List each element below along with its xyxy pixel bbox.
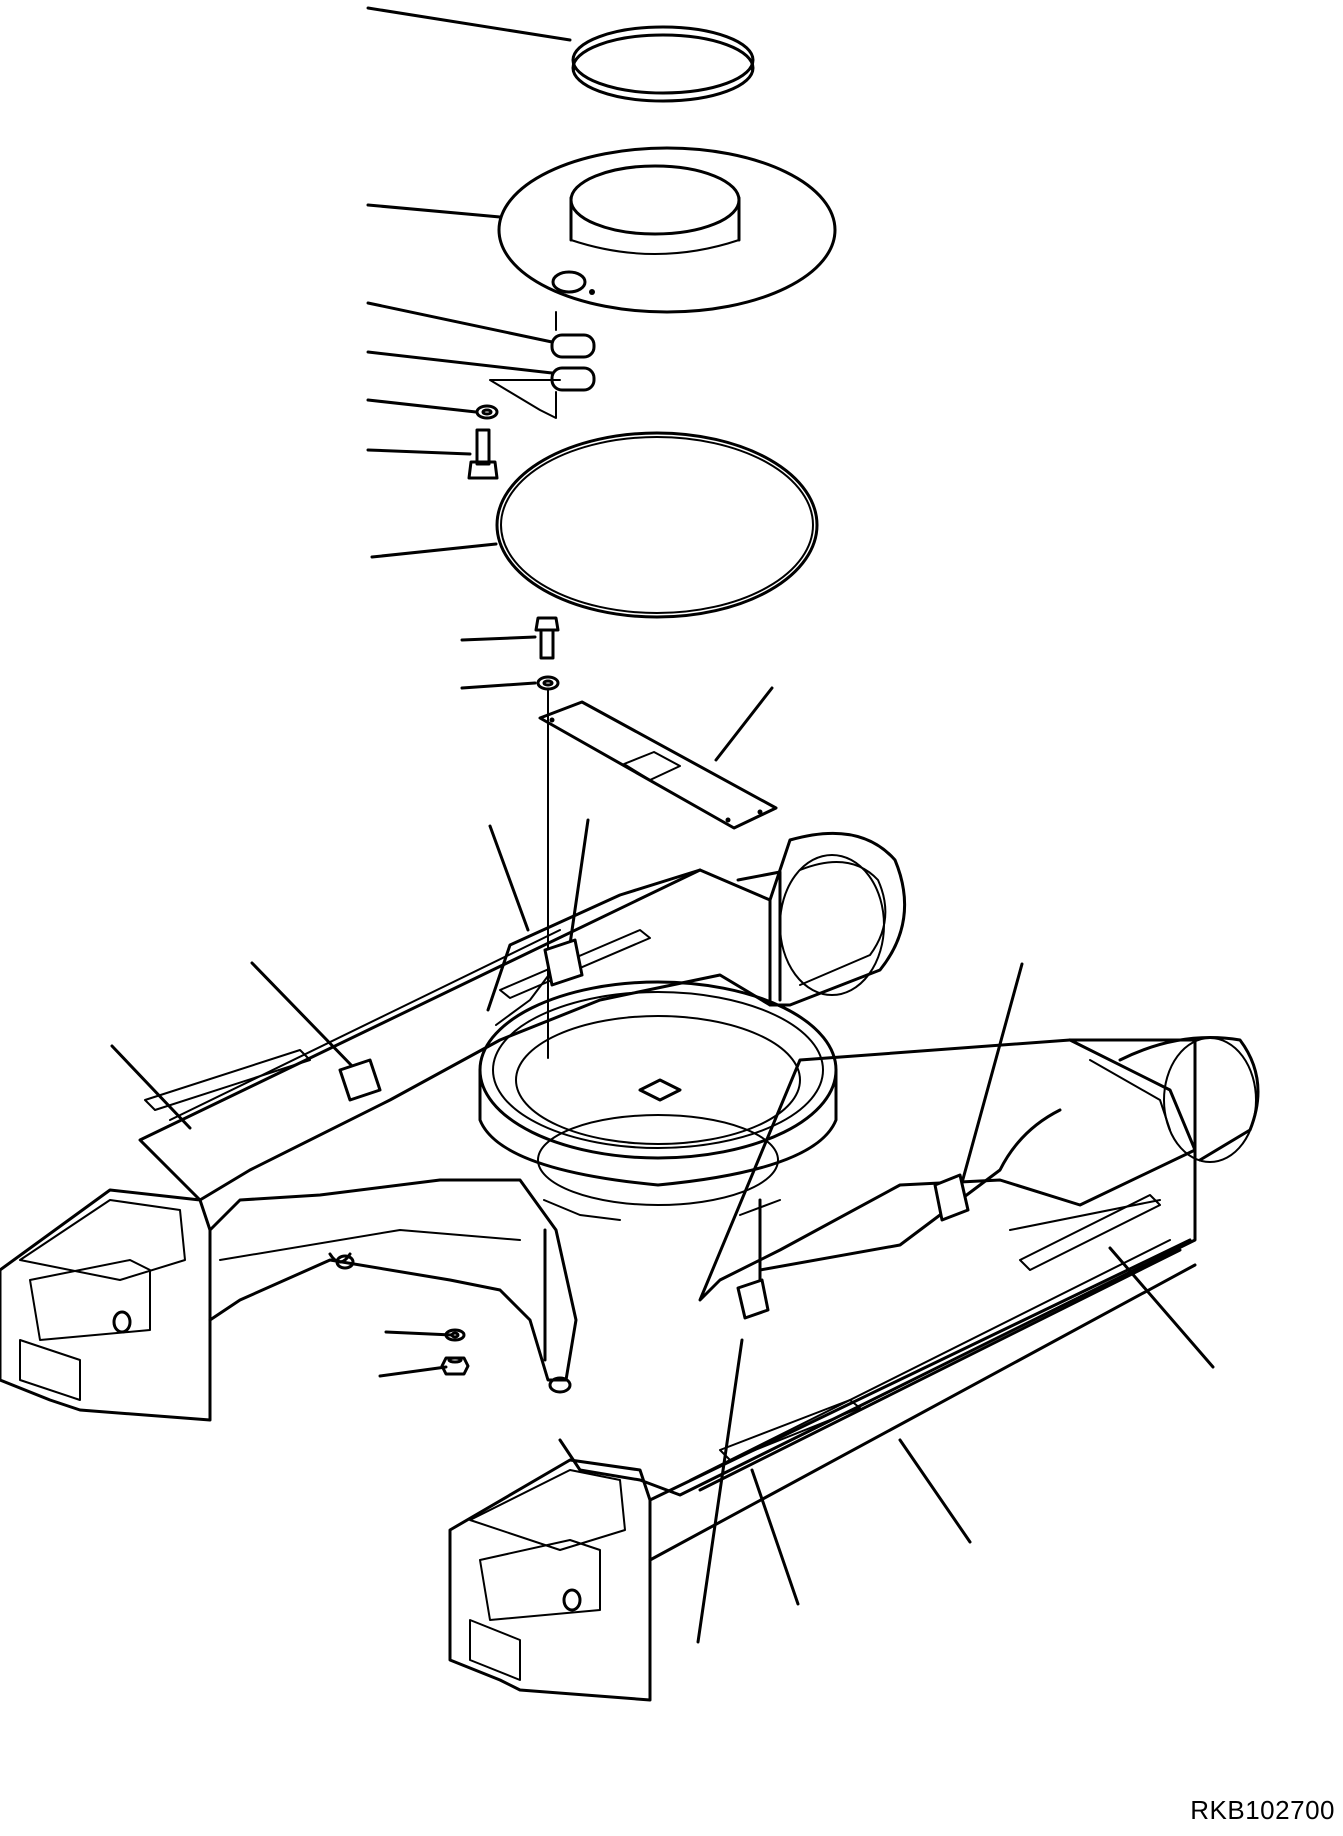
leader-line xyxy=(366,448,472,456)
leader-line xyxy=(460,681,537,690)
leader-line xyxy=(366,6,572,42)
leader-line xyxy=(366,203,502,219)
cover-plate xyxy=(497,146,837,314)
leader-line xyxy=(1108,1246,1215,1369)
leader-line xyxy=(714,686,774,762)
leader-line xyxy=(750,1468,800,1606)
nut-bottom xyxy=(440,1356,470,1376)
washer-upper xyxy=(475,404,499,420)
leader-line xyxy=(696,1338,744,1644)
leader-lines xyxy=(110,6,1215,1644)
bolt-lower xyxy=(534,616,560,660)
leader-line xyxy=(958,962,1024,1192)
leader-line xyxy=(370,542,498,559)
leader-line xyxy=(250,961,356,1070)
ring-seal xyxy=(571,25,755,103)
leader-line xyxy=(366,350,554,375)
leader-line xyxy=(384,1330,454,1337)
leader-line xyxy=(488,824,530,932)
leader-line xyxy=(366,398,478,414)
track-frame xyxy=(0,831,1260,1702)
leader-line xyxy=(366,301,554,344)
washer-lower xyxy=(536,675,560,691)
under-cover-plate xyxy=(538,689,778,1059)
leader-line xyxy=(110,1044,192,1130)
inspection-cover xyxy=(489,311,596,419)
bolt-upper xyxy=(467,428,499,480)
leader-line xyxy=(898,1438,972,1544)
leader-line xyxy=(566,818,590,960)
washer-bottom xyxy=(444,1328,466,1342)
o-ring xyxy=(495,431,819,619)
leader-line xyxy=(378,1365,448,1378)
leader-line xyxy=(460,635,537,642)
drawing-code: RKB102700 xyxy=(1190,1795,1335,1825)
